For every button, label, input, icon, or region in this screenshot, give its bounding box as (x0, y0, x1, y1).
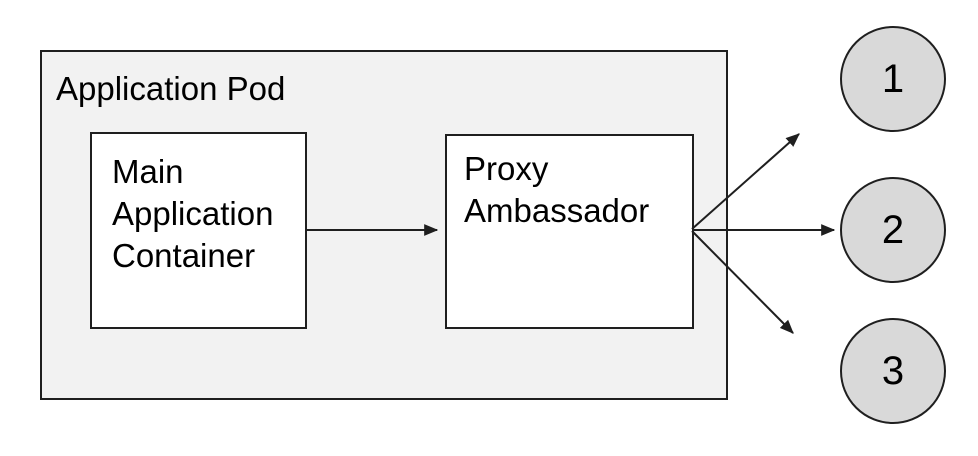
endpoint-circle-1: 1 (840, 26, 946, 132)
endpoint-circle-2-label: 2 (881, 207, 905, 252)
main-application-container-node: Main Application Container (90, 132, 307, 329)
main-application-container-label: Main Application Container (112, 153, 274, 274)
endpoint-circle-1-label: 1 (881, 56, 905, 101)
application-pod-label: Application Pod (56, 70, 286, 107)
proxy-ambassador-label: Proxy Ambassador (464, 150, 650, 229)
endpoint-circle-2: 2 (840, 177, 946, 283)
proxy-ambassador-node: Proxy Ambassador (445, 134, 694, 329)
endpoint-circle-3: 3 (840, 318, 946, 424)
application-pod: Application Pod Main Application Contain… (40, 50, 728, 400)
endpoint-circle-3-label: 3 (881, 348, 905, 393)
